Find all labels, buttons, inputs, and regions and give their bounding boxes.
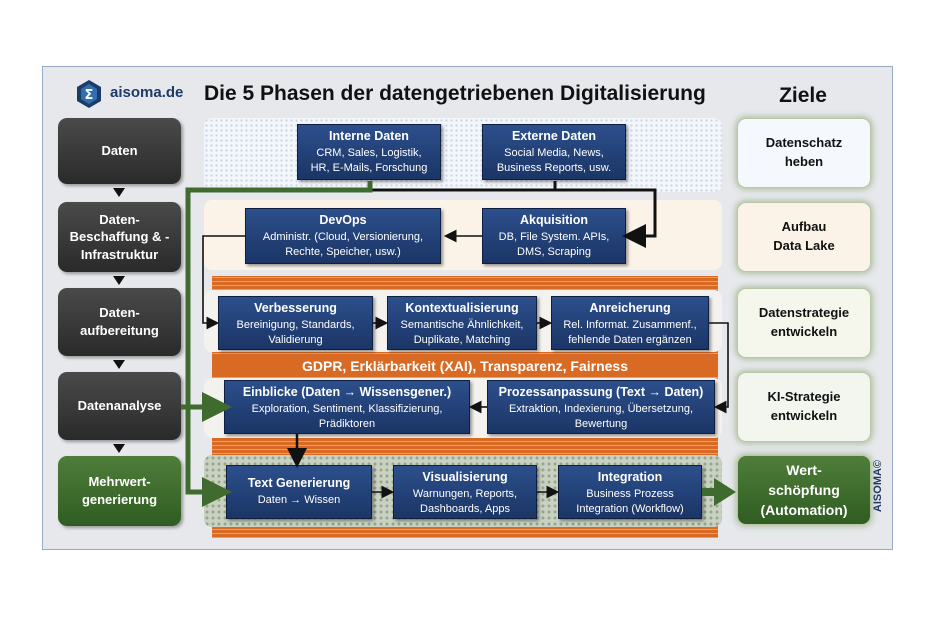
goal-data-lake: Aufbau Data Lake xyxy=(737,202,871,272)
phase-beschaffung: Daten- Beschaffung & - Infrastruktur xyxy=(58,202,181,272)
arrow-down-icon xyxy=(113,276,125,285)
copyright-label: AISOMA© xyxy=(872,459,884,513)
box-einblicke: Einblicke (Daten → Wissensgener.)Explora… xyxy=(224,380,470,434)
goal-wertschoepfung: Wert- schöpfung (Automation) xyxy=(737,455,871,525)
goal-datenstrategie: Datenstrategie entwickeln xyxy=(737,288,871,358)
phase-aufbereitung: Daten- aufbereitung xyxy=(58,288,181,356)
arrow-down-icon xyxy=(113,188,125,197)
page-title: Die 5 Phasen der datengetriebenen Digita… xyxy=(204,82,706,105)
phase-daten: Daten xyxy=(58,118,181,184)
goal-ki-strategie: KI-Strategie entwickeln xyxy=(737,372,871,442)
arrow-down-icon xyxy=(113,444,125,453)
gdpr-banner: GDPR, Erklärbarkeit (XAI), Transparenz, … xyxy=(212,355,718,377)
phase-mehrwert: Mehrwert- generierung xyxy=(58,456,181,526)
goals-title: Ziele xyxy=(779,84,827,107)
hexagon-sigma-icon: Σ xyxy=(74,79,104,109)
band-daten xyxy=(204,118,722,192)
svg-text:Σ: Σ xyxy=(85,88,94,103)
phase-analyse: Datenanalyse xyxy=(58,372,181,440)
logo-text: aisoma.de xyxy=(110,84,184,101)
goal-datenschatz: Datenschatz heben xyxy=(737,118,871,188)
arrow-down-icon xyxy=(113,360,125,369)
box-prozessanpassung: Prozessanpassung (Text → Daten)Extraktio… xyxy=(487,380,715,434)
